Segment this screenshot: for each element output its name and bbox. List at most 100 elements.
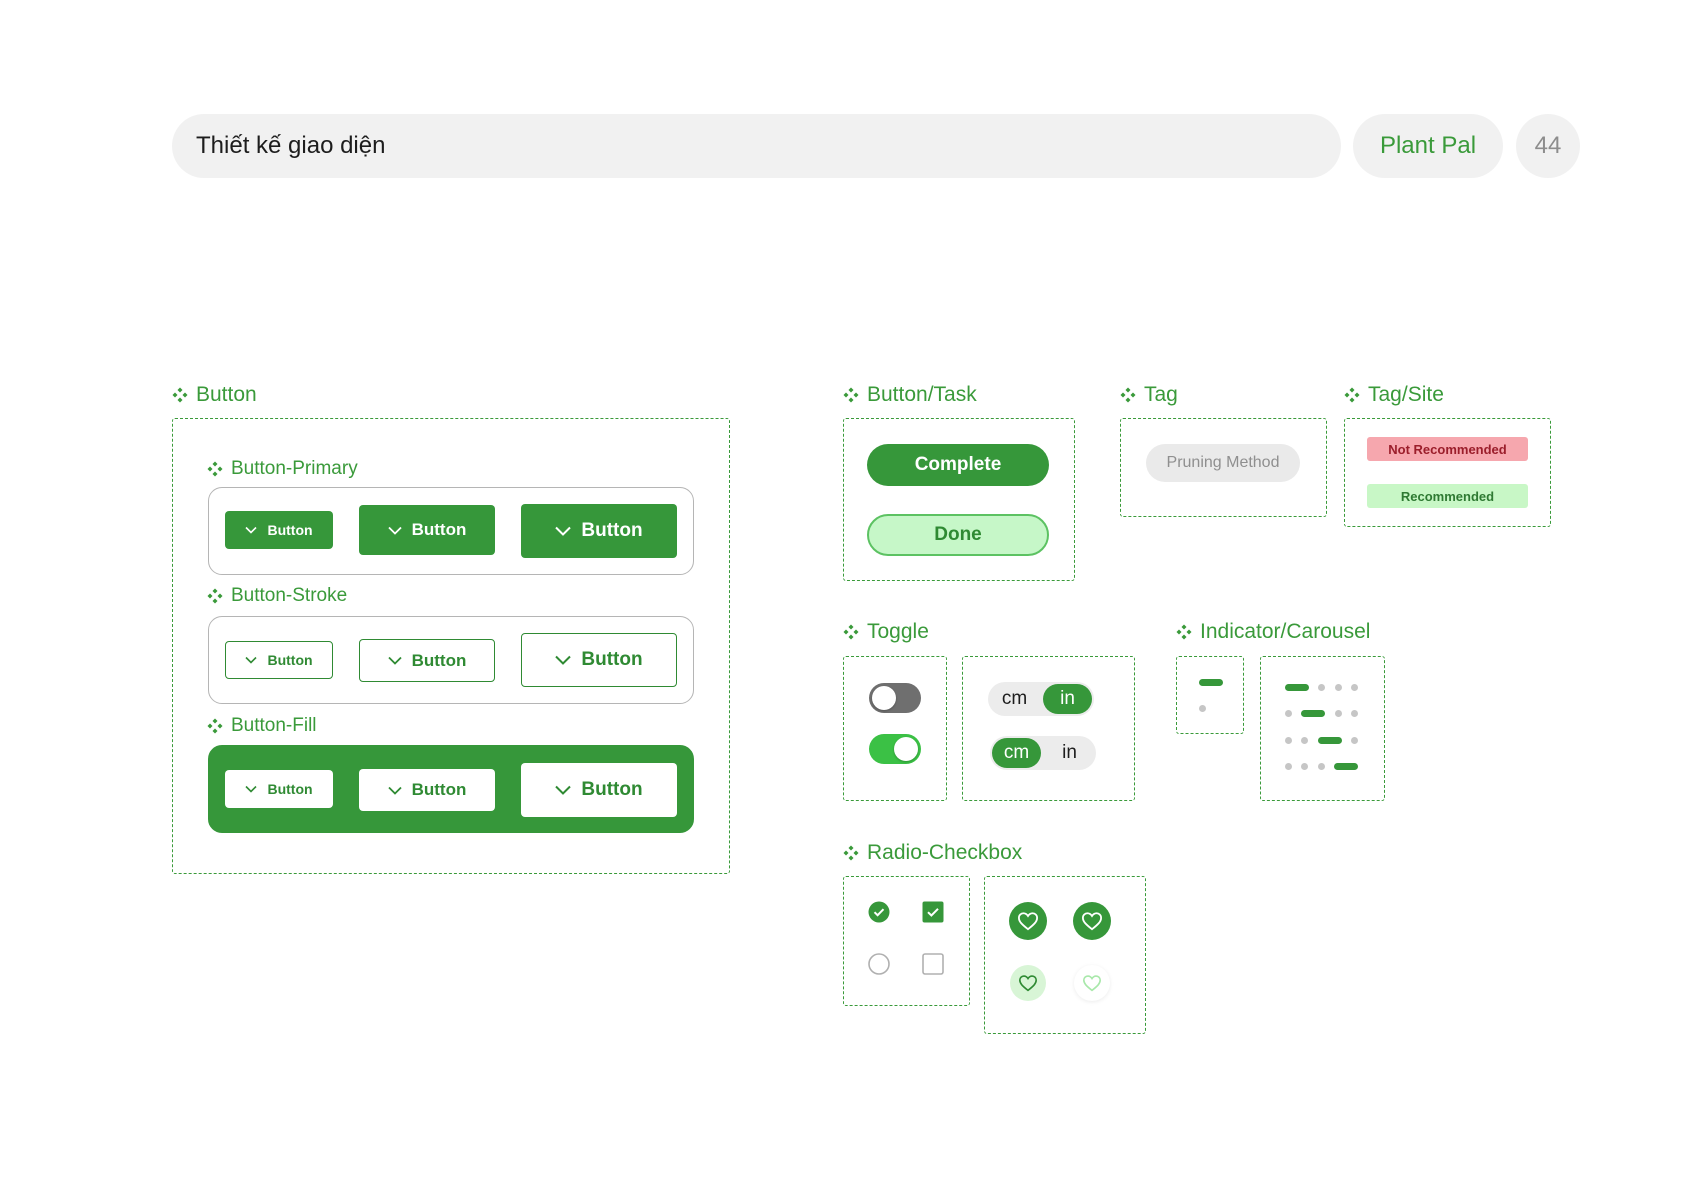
component-diamond-icon xyxy=(1176,624,1192,640)
favorite-button-active[interactable] xyxy=(1009,902,1047,940)
unit-toggle-cm-selected[interactable]: cm in xyxy=(990,736,1096,770)
favorite-button-hover[interactable] xyxy=(1010,965,1046,1001)
toggle-knob xyxy=(872,686,896,710)
fill-button-large[interactable]: Button xyxy=(521,763,677,817)
component-diamond-icon xyxy=(1344,387,1360,403)
unit-option-in[interactable]: in xyxy=(1043,684,1092,714)
component-diamond-icon xyxy=(1120,387,1136,403)
chevron-down-icon xyxy=(245,785,258,793)
chevron-down-icon xyxy=(555,785,572,795)
carousel-indicator-dot[interactable] xyxy=(1301,737,1308,744)
primary-button-small[interactable]: Button xyxy=(225,511,333,549)
done-button[interactable]: Done xyxy=(867,514,1049,556)
section-title: Radio-Checkbox xyxy=(867,841,1023,864)
checkbox-unchecked[interactable] xyxy=(922,953,944,975)
radio-unchecked[interactable] xyxy=(868,953,890,975)
indicator-vertical-frame xyxy=(1176,656,1244,734)
indicator-dot[interactable] xyxy=(1199,705,1206,712)
carousel-indicator-dot[interactable] xyxy=(1285,710,1292,717)
fill-button-medium[interactable]: Button xyxy=(359,769,495,811)
fill-button-small[interactable]: Button xyxy=(225,770,333,808)
stroke-button-small[interactable]: Button xyxy=(225,641,333,679)
section-label-indicator-carousel: Indicator/Carousel xyxy=(1176,620,1370,644)
tag-site-frame xyxy=(1344,418,1551,527)
checkbox-checked[interactable] xyxy=(922,901,944,923)
tag-frame xyxy=(1120,418,1327,517)
unit-option-in[interactable]: in xyxy=(1062,742,1077,763)
carousel-indicator-active[interactable] xyxy=(1301,710,1325,717)
chevron-down-icon xyxy=(387,526,402,535)
component-diamond-icon xyxy=(843,624,859,640)
favorite-button-active-alt[interactable] xyxy=(1073,902,1111,940)
section-label-button: Button xyxy=(172,383,257,407)
radio-unchecked-icon xyxy=(868,953,890,975)
stroke-button-large[interactable]: Button xyxy=(521,633,677,687)
section-title: Tag/Site xyxy=(1368,383,1444,406)
carousel-indicator-dot[interactable] xyxy=(1351,710,1358,717)
carousel-indicator-dot[interactable] xyxy=(1318,684,1325,691)
chevron-down-icon xyxy=(245,656,258,664)
button-label: Done xyxy=(934,524,982,545)
heart-icon xyxy=(1081,912,1103,931)
component-diamond-icon xyxy=(172,387,188,403)
carousel-indicator-dot[interactable] xyxy=(1318,763,1325,770)
unit-toggle-in-selected[interactable]: cm in xyxy=(988,682,1094,716)
page-number-badge: 44 xyxy=(1516,114,1580,178)
favorite-toggle-frame xyxy=(984,876,1146,1034)
section-title: Tag xyxy=(1144,383,1178,406)
section-label-radio-checkbox: Radio-Checkbox xyxy=(843,841,1022,865)
section-title: Button-Fill xyxy=(231,715,317,736)
radio-checked-icon xyxy=(868,901,890,923)
primary-button-large[interactable]: Button xyxy=(521,504,677,558)
carousel-indicator-dot[interactable] xyxy=(1335,684,1342,691)
tag-recommended: Recommended xyxy=(1367,484,1528,508)
tag-pruning-method[interactable]: Pruning Method xyxy=(1146,444,1300,482)
indicator-active[interactable] xyxy=(1199,679,1223,686)
tag-label: Recommended xyxy=(1400,488,1495,504)
carousel-indicator-dot[interactable] xyxy=(1351,684,1358,691)
section-title: Button-Primary xyxy=(231,458,358,479)
section-title: Button-Stroke xyxy=(231,585,348,606)
button-label: Button xyxy=(411,520,467,539)
carousel-indicator-dot[interactable] xyxy=(1351,737,1358,744)
page-number: 44 xyxy=(1534,132,1562,159)
toggle-switch-off[interactable] xyxy=(869,683,921,713)
chevron-down-icon xyxy=(387,786,402,795)
button-task-frame xyxy=(843,418,1075,581)
carousel-indicator-active[interactable] xyxy=(1285,684,1309,691)
component-diamond-icon xyxy=(207,718,223,734)
complete-button[interactable]: Complete xyxy=(867,444,1049,486)
section-title: Toggle xyxy=(867,620,929,643)
button-label: Complete xyxy=(914,454,1002,475)
carousel-indicator-active[interactable] xyxy=(1334,763,1358,770)
stroke-button-medium[interactable]: Button xyxy=(359,639,495,682)
radio-checked[interactable] xyxy=(868,901,890,923)
carousel-indicator-dot[interactable] xyxy=(1285,737,1292,744)
section-label-tag: Tag xyxy=(1120,383,1178,407)
button-label: Button xyxy=(267,652,313,668)
carousel-indicator-active[interactable] xyxy=(1318,737,1342,744)
component-diamond-icon xyxy=(843,387,859,403)
primary-button-medium[interactable]: Button xyxy=(359,505,495,555)
brand-name: Plant Pal xyxy=(1379,132,1477,159)
chevron-down-icon xyxy=(555,655,572,665)
tag-not-recommended: Not Recommended xyxy=(1367,437,1528,461)
tag-label: Pruning Method xyxy=(1166,454,1280,471)
unit-option-cm[interactable]: cm xyxy=(1001,688,1028,709)
favorite-button-inactive[interactable] xyxy=(1074,965,1110,1001)
component-diamond-icon xyxy=(207,588,223,604)
carousel-indicator-dot[interactable] xyxy=(1285,763,1292,770)
toggle-switch-on[interactable] xyxy=(869,734,921,764)
component-diamond-icon xyxy=(207,461,223,477)
carousel-indicator-dot[interactable] xyxy=(1335,710,1342,717)
component-diamond-icon xyxy=(843,845,859,861)
section-title: Button xyxy=(196,383,257,406)
brand-badge: Plant Pal xyxy=(1353,114,1503,178)
unit-option-cm[interactable]: cm xyxy=(992,738,1041,768)
button-label: Button xyxy=(581,520,643,541)
radio-checkbox-frame xyxy=(843,876,970,1006)
page-title: Thiết kế giao diện xyxy=(196,132,386,159)
button-label: Button xyxy=(581,649,643,670)
carousel-indicator-dot[interactable] xyxy=(1301,763,1308,770)
button-label: Button xyxy=(267,522,313,538)
